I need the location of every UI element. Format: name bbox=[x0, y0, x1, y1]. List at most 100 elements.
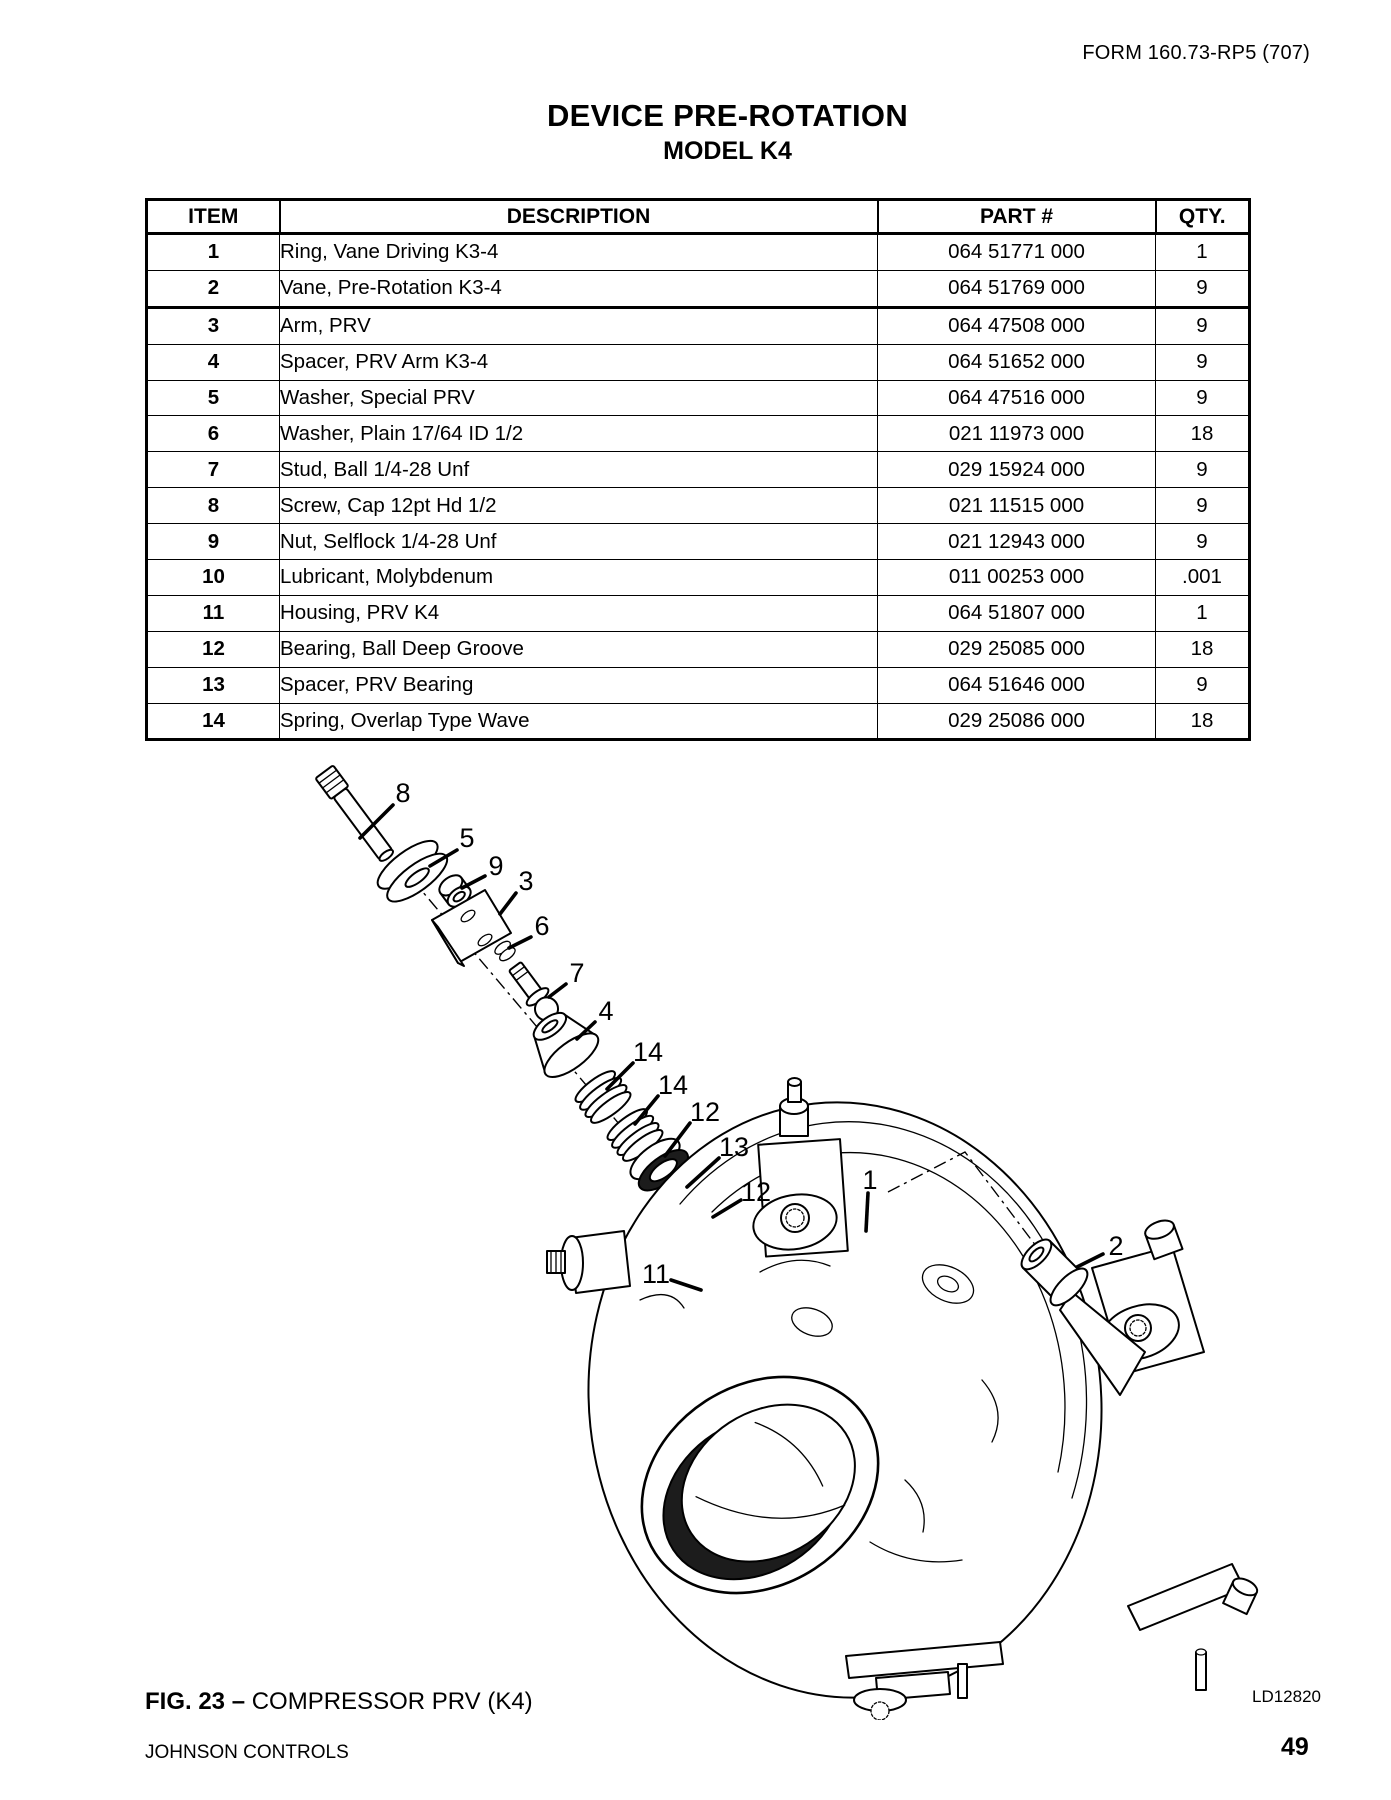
cell-item: 5 bbox=[146, 379, 280, 417]
callout-leader-14 bbox=[605, 1061, 635, 1091]
callout-label-12: 12 bbox=[741, 1177, 771, 1207]
callout-leader-14 bbox=[633, 1094, 660, 1126]
callout-leader-4 bbox=[575, 1020, 597, 1041]
housing-bottom-bar bbox=[845, 1641, 1004, 1720]
part-pre-rotation-vane bbox=[1020, 1238, 1146, 1396]
cell-description: Vane, Pre-Rotation K3-4 bbox=[279, 269, 878, 309]
callout-label-4: 4 bbox=[598, 996, 613, 1026]
part-cap-screw bbox=[315, 765, 394, 862]
cell-part: 064 51771 000 bbox=[877, 233, 1156, 271]
cell-description: Lubricant, Molybdenum bbox=[279, 559, 878, 596]
cell-item: 7 bbox=[146, 451, 280, 489]
drawing-code: LD12820 bbox=[1252, 1687, 1322, 1706]
callout-label-12: 12 bbox=[690, 1097, 720, 1127]
cell-qty: 18 bbox=[1155, 630, 1250, 668]
callout-label-13: 13 bbox=[719, 1132, 749, 1162]
housing-top-bracket bbox=[752, 1077, 849, 1258]
cell-description: Washer, Plain 17/64 ID 1/2 bbox=[279, 415, 878, 453]
cell-part: 029 25086 000 bbox=[877, 702, 1156, 741]
page-number: 49 bbox=[1281, 1733, 1309, 1761]
cell-item: 10 bbox=[146, 559, 280, 596]
cell-qty: 9 bbox=[1155, 523, 1250, 561]
callout-leader-12 bbox=[663, 1121, 692, 1158]
cell-part: 029 25085 000 bbox=[877, 630, 1156, 668]
cell-part: 064 51652 000 bbox=[877, 343, 1156, 381]
callout-label-14: 14 bbox=[633, 1037, 663, 1067]
cell-description: Spring, Overlap Type Wave bbox=[279, 702, 878, 741]
callout-leader-12 bbox=[711, 1198, 743, 1219]
cell-part: 021 12943 000 bbox=[877, 523, 1156, 561]
cell-item: 14 bbox=[146, 702, 280, 741]
column-header-item: ITEM bbox=[145, 198, 281, 235]
cell-item: 8 bbox=[146, 487, 280, 525]
callout-leader-6 bbox=[507, 935, 533, 950]
cell-item: 1 bbox=[146, 233, 280, 271]
callout-leader-9 bbox=[460, 874, 487, 890]
cell-part: 064 47508 000 bbox=[877, 306, 1156, 345]
column-header-part: PART # bbox=[876, 198, 1157, 235]
cell-qty: 1 bbox=[1155, 594, 1250, 632]
callout-label-1: 1 bbox=[862, 1165, 877, 1195]
figure-caption-label: FIG. 23 – bbox=[145, 1688, 246, 1715]
cell-description: Housing, PRV K4 bbox=[279, 594, 878, 632]
part-prv-arm bbox=[431, 889, 512, 967]
cell-item: 13 bbox=[146, 666, 280, 704]
part-ball-bearing-1 bbox=[629, 1137, 689, 1192]
page-title: DEVICE PRE-ROTATION bbox=[546, 98, 909, 133]
cell-part: 064 51807 000 bbox=[877, 594, 1156, 632]
cell-qty: .001 bbox=[1155, 559, 1250, 596]
callout-label-8: 8 bbox=[395, 778, 410, 808]
part-prv-housing bbox=[546, 1077, 1259, 1720]
callout-leader-8 bbox=[358, 803, 395, 840]
figure-caption-text: COMPRESSOR PRV (K4) bbox=[251, 1688, 533, 1715]
figure-caption: FIG. 23 – COMPRESSOR PRV (K4) bbox=[145, 1688, 533, 1716]
cell-item: 4 bbox=[146, 343, 280, 381]
column-header-description: DESCRIPTION bbox=[278, 198, 879, 235]
cell-description: Screw, Cap 12pt Hd 1/2 bbox=[279, 487, 878, 525]
cell-part: 064 51646 000 bbox=[877, 666, 1156, 704]
cell-item: 12 bbox=[146, 630, 280, 668]
cell-part: 021 11515 000 bbox=[877, 487, 1156, 525]
part-plain-washer bbox=[494, 940, 516, 962]
callout-label-7: 7 bbox=[569, 958, 584, 988]
callout-label-6: 6 bbox=[534, 911, 549, 941]
cell-qty: 9 bbox=[1155, 379, 1250, 417]
cell-part: 064 47516 000 bbox=[877, 379, 1156, 417]
part-selflock-nut bbox=[438, 874, 472, 908]
callout-leader-11 bbox=[669, 1278, 703, 1292]
form-number: FORM 160.73-RP5 (707) bbox=[1082, 42, 1310, 64]
cell-description: Stud, Ball 1/4-28 Unf bbox=[279, 451, 878, 489]
cell-item: 9 bbox=[146, 523, 280, 561]
part-arm-spacer bbox=[532, 1011, 600, 1078]
cell-item: 6 bbox=[146, 415, 280, 453]
callout-leader-2 bbox=[1075, 1252, 1105, 1269]
cell-part: 021 11973 000 bbox=[877, 415, 1156, 453]
column-header-qty: QTY. bbox=[1154, 198, 1251, 235]
cell-qty: 9 bbox=[1155, 487, 1250, 525]
cell-qty: 9 bbox=[1155, 306, 1250, 345]
housing-bottom-right-bracket bbox=[1127, 1563, 1259, 1691]
cell-qty: 1 bbox=[1155, 233, 1250, 271]
page-subtitle: MODEL K4 bbox=[663, 137, 792, 165]
vane-alignment-line bbox=[887, 1151, 1037, 1247]
cell-qty: 9 bbox=[1155, 269, 1250, 309]
callout-label-5: 5 bbox=[459, 823, 474, 853]
callout-leader-3 bbox=[498, 891, 518, 916]
cell-part: 029 15924 000 bbox=[877, 451, 1156, 489]
callout-leader-13 bbox=[685, 1156, 721, 1189]
part-wave-spring-2 bbox=[606, 1108, 664, 1162]
housing-left-port bbox=[546, 1230, 631, 1294]
cell-item: 2 bbox=[146, 269, 280, 309]
